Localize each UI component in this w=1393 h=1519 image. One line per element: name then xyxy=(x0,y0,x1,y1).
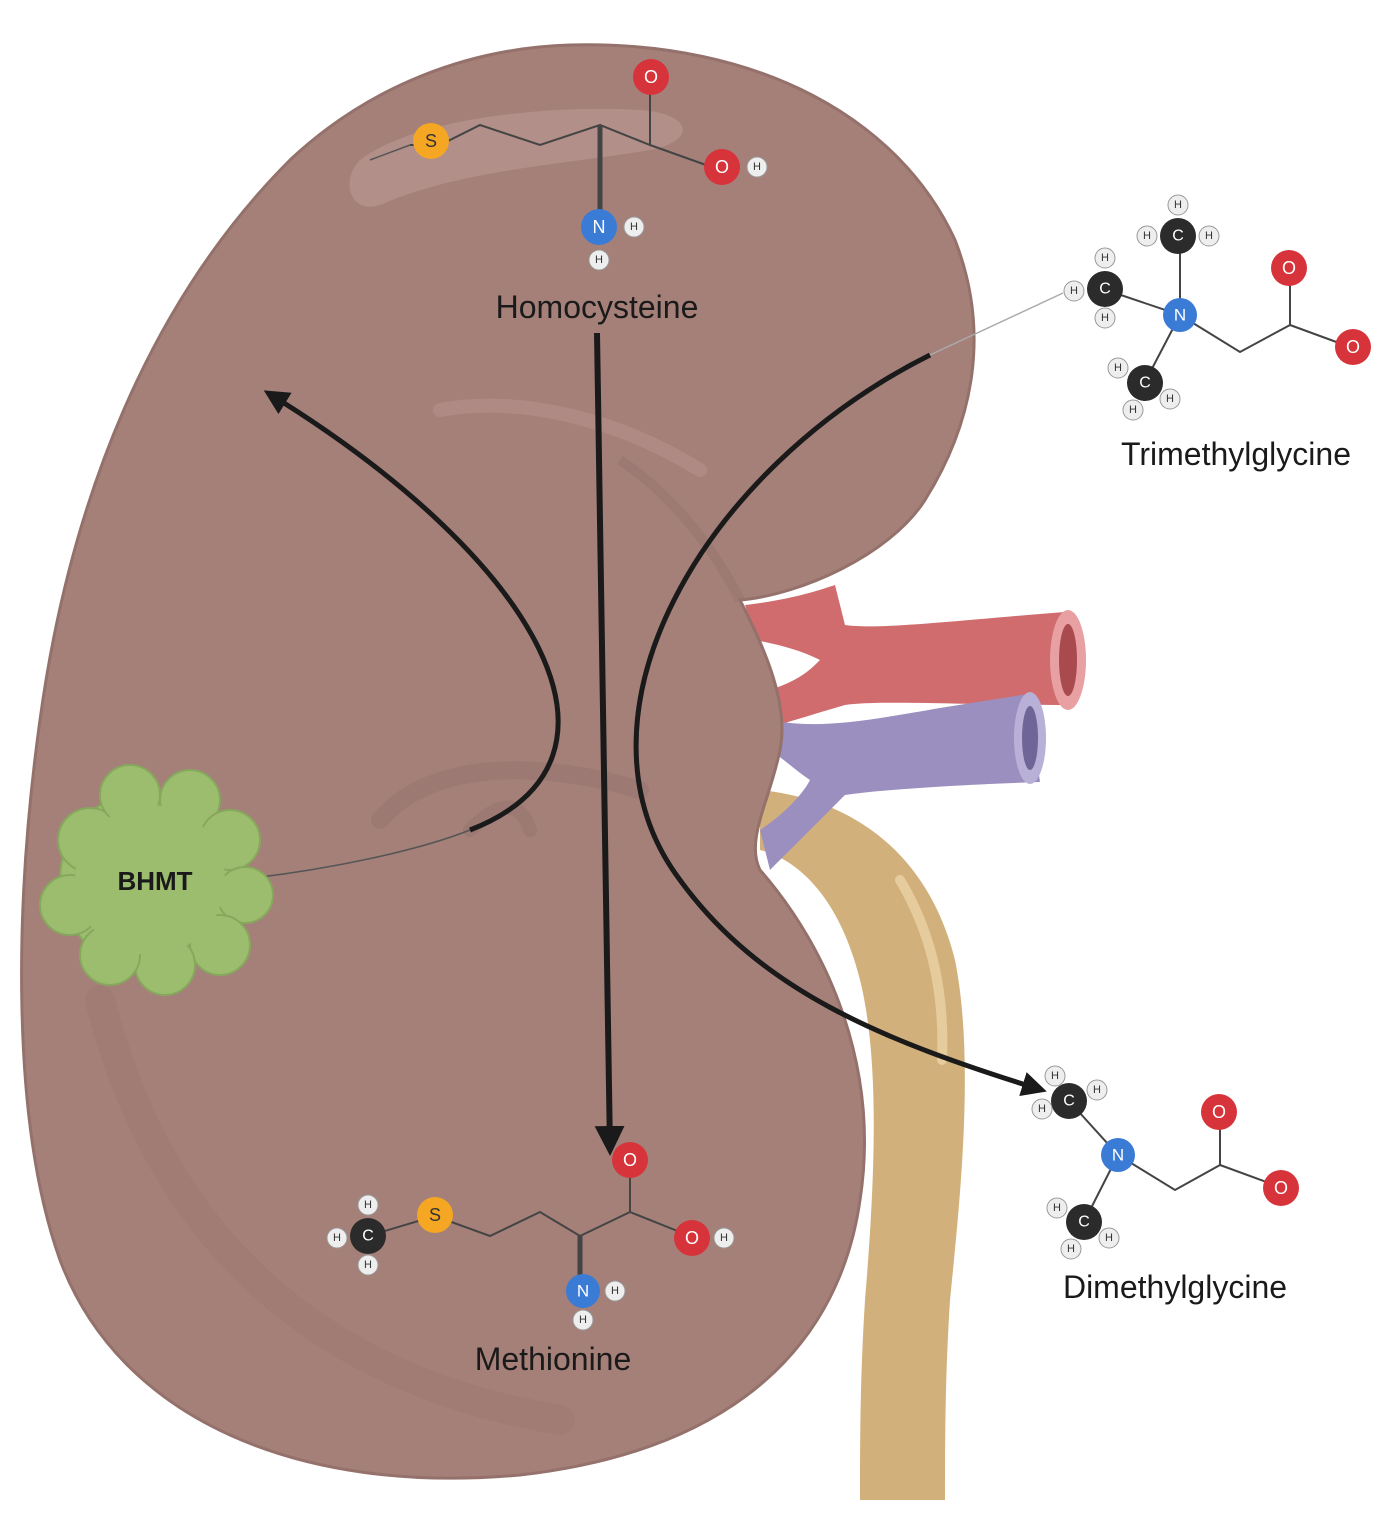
svg-text:C: C xyxy=(1099,281,1111,298)
trimethylglycine-to-dimethylglycine-arrow xyxy=(633,352,1047,1097)
methionine-label: Methionine xyxy=(475,1341,632,1377)
homocysteine-to-methionine-arrow xyxy=(594,332,625,1156)
dimethylglycine-molecule: C H H H N C H H H O O Dimethylglycine xyxy=(1031,1065,1299,1305)
svg-text:C: C xyxy=(1139,375,1151,392)
svg-text:H: H xyxy=(611,1285,619,1297)
svg-text:H: H xyxy=(1101,312,1109,324)
svg-text:H: H xyxy=(364,1259,372,1271)
svg-text:O: O xyxy=(1346,337,1360,357)
trimethylglycine-label: Trimethylglycine xyxy=(1121,436,1351,472)
reaction-arrows xyxy=(263,332,1047,1156)
bhmt-to-top-arrow xyxy=(263,390,561,833)
bhmt-enzyme: BHMT xyxy=(39,764,274,996)
svg-text:C: C xyxy=(1172,228,1184,245)
svg-text:C: C xyxy=(1078,1214,1090,1231)
svg-text:N: N xyxy=(593,217,606,237)
pointer-lines xyxy=(234,144,1064,881)
svg-text:N: N xyxy=(1174,306,1186,325)
trimethylglycine-molecule: C H H H C H H H N C H H H O O Trimethylg… xyxy=(1063,194,1371,472)
svg-text:H: H xyxy=(1105,1232,1113,1244)
homocysteine-molecule: S O O H N H H Homocysteine xyxy=(410,59,768,325)
svg-text:C: C xyxy=(362,1228,374,1245)
svg-text:H: H xyxy=(1101,252,1109,264)
svg-text:H: H xyxy=(753,161,761,173)
svg-text:H: H xyxy=(1166,393,1174,405)
svg-text:N: N xyxy=(1112,1146,1124,1165)
svg-text:O: O xyxy=(623,1150,637,1170)
svg-text:H: H xyxy=(1067,1243,1075,1255)
svg-text:H: H xyxy=(1205,230,1213,242)
svg-text:H: H xyxy=(1038,1103,1046,1115)
svg-text:H: H xyxy=(630,221,638,233)
svg-text:H: H xyxy=(1129,404,1137,416)
svg-text:H: H xyxy=(1143,230,1151,242)
svg-text:N: N xyxy=(577,1282,589,1301)
svg-text:O: O xyxy=(1274,1178,1288,1198)
ureter xyxy=(760,790,965,1500)
svg-text:S: S xyxy=(429,1205,441,1225)
svg-text:O: O xyxy=(1282,258,1296,278)
bhmt-label: BHMT xyxy=(117,866,192,896)
svg-text:H: H xyxy=(1174,199,1182,211)
svg-text:H: H xyxy=(1053,1202,1061,1214)
svg-text:O: O xyxy=(1212,1102,1226,1122)
svg-text:H: H xyxy=(595,254,603,266)
svg-text:O: O xyxy=(644,67,658,87)
svg-text:S: S xyxy=(425,131,437,151)
svg-text:H: H xyxy=(1070,285,1078,297)
svg-text:H: H xyxy=(720,1232,728,1244)
renal-artery xyxy=(745,585,1086,730)
svg-text:H: H xyxy=(364,1199,372,1211)
svg-text:H: H xyxy=(1093,1084,1101,1096)
svg-text:H: H xyxy=(1114,362,1122,374)
homocysteine-label: Homocysteine xyxy=(496,289,699,325)
kidney xyxy=(20,43,976,1480)
methionine-molecule: C H H H S O O H N H H Methionine xyxy=(326,1142,735,1377)
svg-text:O: O xyxy=(715,157,729,177)
renal-vein xyxy=(760,692,1046,870)
svg-text:H: H xyxy=(333,1232,341,1244)
svg-text:H: H xyxy=(579,1314,587,1326)
svg-text:C: C xyxy=(1063,1093,1075,1110)
svg-text:H: H xyxy=(1051,1070,1059,1082)
svg-text:O: O xyxy=(685,1228,699,1248)
dimethylglycine-label: Dimethylglycine xyxy=(1063,1269,1287,1305)
